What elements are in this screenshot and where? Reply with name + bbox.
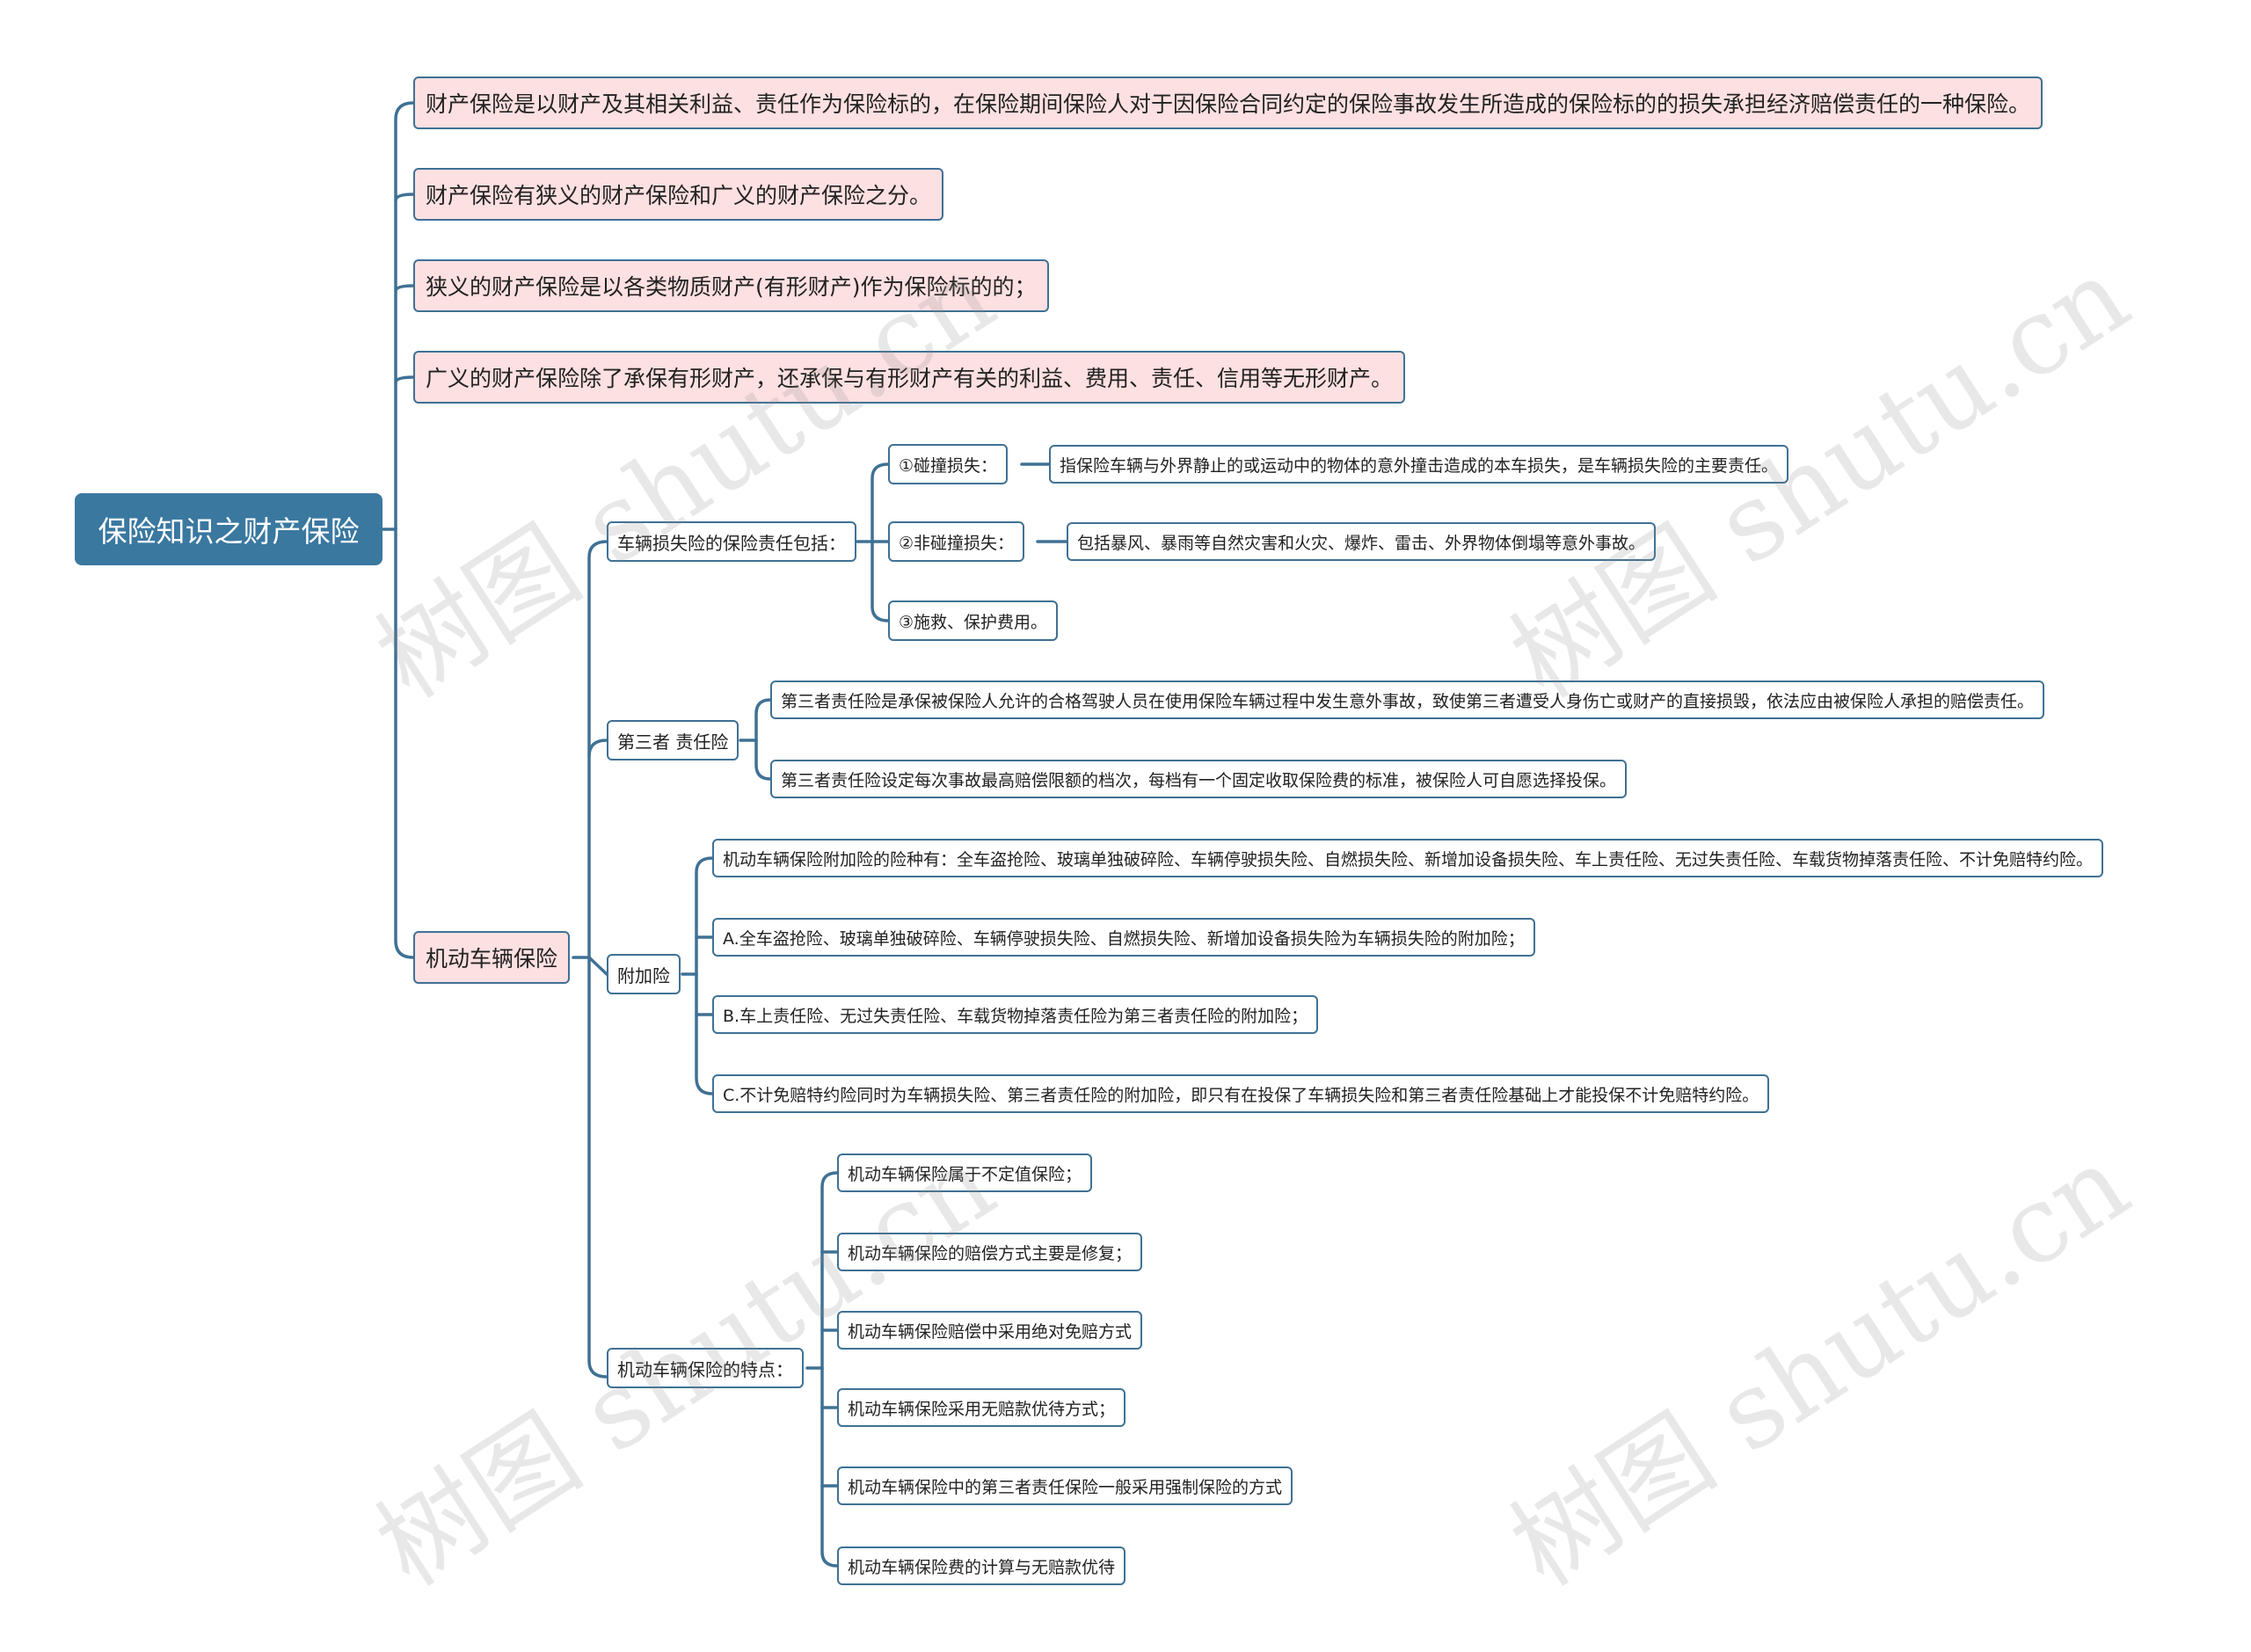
feature-item-1[interactable]: 机动车辆保险属于不定值保险； <box>837 1153 1093 1192</box>
additional-item-1[interactable]: 机动车辆保险附加险的险种有：全车盗抢险、玻璃单独破碎险、车辆停驶损失险、自燃损失… <box>712 839 2104 877</box>
feature-item-4[interactable]: 机动车辆保险采用无赔款优待方式； <box>837 1388 1126 1427</box>
additional-item-2[interactable]: A.全车盗抢险、玻璃单独破碎险、车辆停驶损失险、自燃损失险、新增加设备损失险为车… <box>712 918 1535 957</box>
features-node[interactable]: 机动车辆保险的特点： <box>607 1348 804 1388</box>
additional-item-3[interactable]: B.车上责任险、无过失责任险、车载货物掉落责任险为第三者责任险的附加险； <box>712 995 1319 1034</box>
connector-root <box>381 528 415 959</box>
non-collision-loss-node[interactable]: ②非碰撞损失： <box>888 521 1025 562</box>
motor-insurance-node[interactable]: 机动车辆保险 <box>413 931 571 984</box>
feature-item-6[interactable]: 机动车辆保险费的计算与无赔款优待 <box>837 1546 1126 1585</box>
third-party-node[interactable]: 第三者 责任险 <box>607 720 739 761</box>
third-party-item-2[interactable]: 第三者责任险设定每次事故最高赔偿限额的档次，每档有一个固定收取保险费的标准，被保… <box>770 760 1628 798</box>
feature-item-3[interactable]: 机动车辆保险赔偿中采用绝对免赔方式 <box>837 1311 1143 1350</box>
definition-node-2[interactable]: 财产保险有狭义的财产保险和广义的财产保险之分。 <box>413 168 944 221</box>
definition-node-3[interactable]: 狭义的财产保险是以各类物质财产(有形财产)作为保险标的的； <box>413 259 1049 312</box>
rescue-cost-node[interactable]: ③施救、保护费用。 <box>888 600 1059 641</box>
non-collision-loss-detail[interactable]: 包括暴风、暴雨等自然灾害和火灾、爆炸、雷击、外界物体倒塌等意外事故。 <box>1067 522 1657 561</box>
feature-item-5[interactable]: 机动车辆保险中的第三者责任保险一般采用强制保险的方式 <box>837 1466 1293 1505</box>
collision-loss-node[interactable]: ①碰撞损失： <box>888 444 1009 484</box>
feature-item-2[interactable]: 机动车辆保险的赔偿方式主要是修复； <box>837 1233 1143 1271</box>
definition-node-4[interactable]: 广义的财产保险除了承保有形财产，还承保与有形财产有关的利益、费用、责任、信用等无… <box>413 351 1406 404</box>
connector-motor <box>572 540 608 959</box>
definition-node-1[interactable]: 财产保险是以财产及其相关利益、责任作为保险标的，在保险期间保险人对于因保险合同约… <box>413 76 2043 129</box>
root-topic[interactable]: 保险知识之财产保险 <box>75 493 382 565</box>
collision-loss-detail[interactable]: 指保险车辆与外界静止的或运动中的物体的意外撞击造成的本车损失，是车辆损失险的主要… <box>1049 445 1789 484</box>
additional-insurance-node[interactable]: 附加险 <box>607 954 681 994</box>
connector-root-top <box>394 101 415 531</box>
additional-item-4[interactable]: C.不计免赔特约险同时为车辆损失险、第三者责任险的附加险，即只有在投保了车辆损失… <box>712 1074 1770 1113</box>
third-party-item-1[interactable]: 第三者责任险是承保被保险人允许的合格驾驶人员在使用保险车辆过程中发生意外事故，致… <box>770 680 2045 719</box>
vehicle-loss-node[interactable]: 车辆损失险的保险责任包括： <box>607 521 856 562</box>
